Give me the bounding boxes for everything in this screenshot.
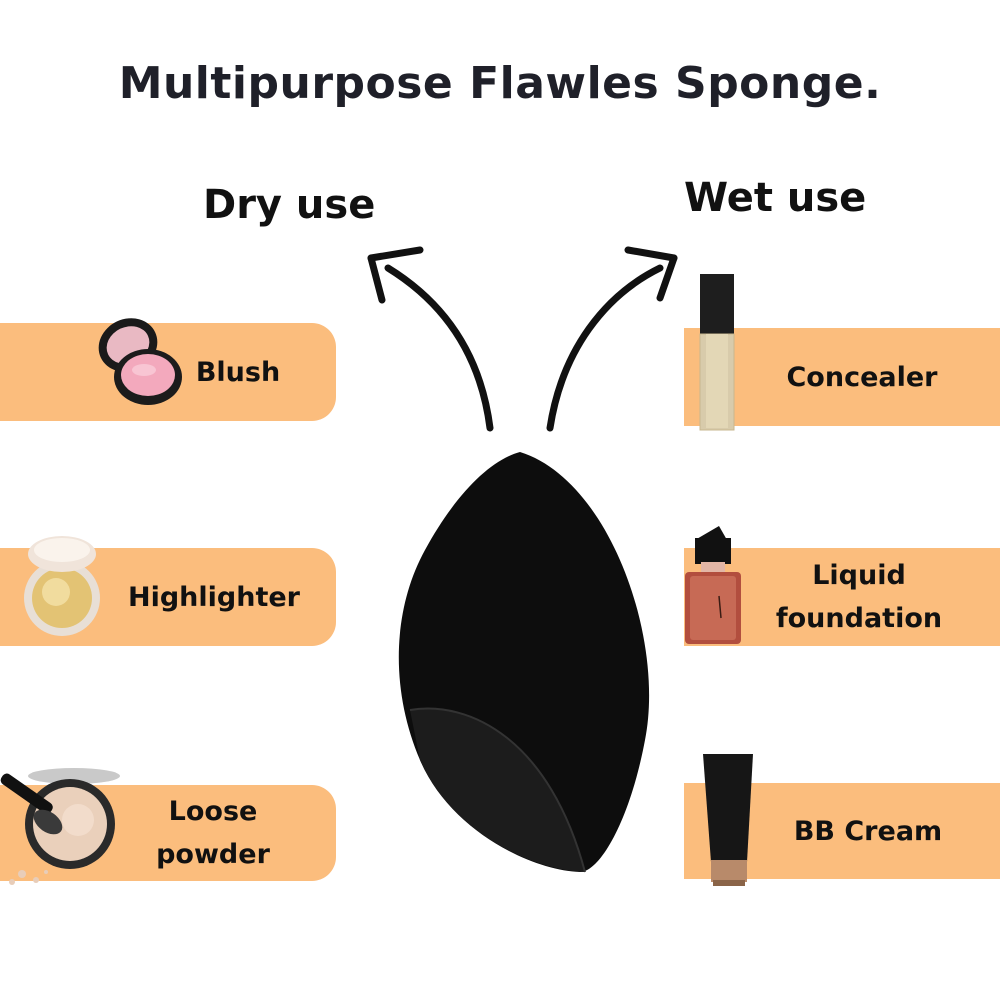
blush-label: Blush (195, 356, 281, 388)
bb-cream-tube-icon (703, 754, 753, 886)
concealer-label: Concealer (786, 361, 938, 393)
page-title: Multipurpose Flawles Sponge. (118, 58, 882, 109)
highlighter-label: Highlighter (128, 581, 300, 613)
blush-compact-icon (98, 318, 182, 405)
dry-use-heading: Dry use (203, 182, 376, 228)
concealer-tube-icon (699, 274, 735, 431)
loose-powder-label: Loose powder (156, 796, 270, 870)
wet-use-heading: Wet use (684, 175, 867, 221)
concealer-bar: Concealer (684, 328, 1000, 426)
dry-arrow-icon (367, 246, 494, 432)
liquid-foundation-label: Liquid foundation (775, 560, 943, 634)
beauty-sponge-image (398, 452, 650, 873)
foundation-bottle-icon (685, 526, 741, 644)
bb-cream-label: BB Cream (793, 815, 943, 847)
wet-arrow-icon (546, 246, 678, 432)
loose-powder-icon (0, 768, 120, 885)
highlighter-compact-icon (24, 536, 100, 636)
